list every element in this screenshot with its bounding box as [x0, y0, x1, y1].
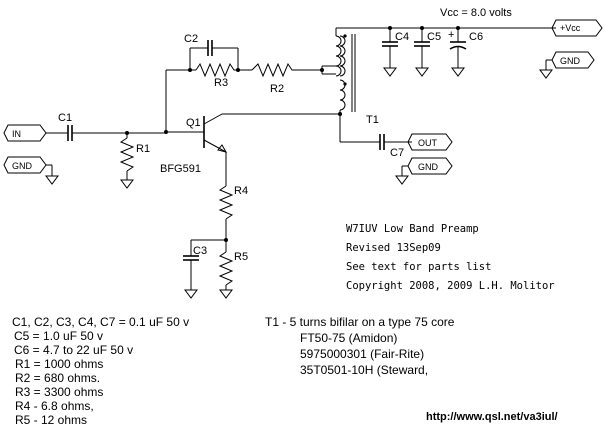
- out-port: OUT: [407, 133, 453, 151]
- c4: C4: [382, 28, 409, 77]
- bom-line: R2 = 680 ohms.: [15, 371, 100, 385]
- vcc-label: Vcc = 8.0 volts: [440, 7, 512, 19]
- bom-t1-line: 5975000301 (Fair-Rite): [300, 347, 424, 361]
- transformer-t1: T1: [320, 28, 379, 126]
- out-port-label: OUT: [418, 138, 438, 148]
- r3-label: R3: [214, 77, 228, 89]
- gnd-port-right: GND: [539, 51, 595, 79]
- in-port-label: IN: [12, 129, 21, 139]
- note-title: W7IUV Low Band Preamp: [346, 223, 479, 235]
- title-notes: W7IUV Low Band Preamp Revised 13Sep09 Se…: [346, 223, 555, 292]
- c6: + C6: [448, 28, 483, 77]
- c3-label: C3: [193, 245, 207, 257]
- r1-label: R1: [136, 143, 150, 155]
- bom-line: C1, C2, C3, C4, C7 = 0.1 uF 50 v: [12, 315, 189, 329]
- c2-label: C2: [184, 33, 198, 45]
- bom-line: R4 - 6.8 ohms,: [15, 399, 94, 413]
- transistor-q1: Q1 BFG591: [160, 70, 341, 186]
- gnd-port-out-label: GND: [418, 162, 439, 172]
- note-see-text: See text for parts list: [346, 261, 491, 273]
- note-revised: Revised 13Sep09: [346, 242, 441, 254]
- c7-label: C7: [390, 147, 404, 159]
- vcc-port: +Vcc: [551, 19, 603, 37]
- r4-label: R4: [234, 185, 248, 197]
- gnd-port-left: GND: [3, 156, 59, 185]
- vcc-port-label: +Vcc: [560, 23, 581, 33]
- gnd-port-right-label: GND: [560, 56, 581, 66]
- bom-line: R1 = 1000 ohms: [15, 357, 103, 371]
- q1-label: Q1: [186, 117, 201, 129]
- c6-label: C6: [469, 31, 483, 43]
- note-copyright: Copyright 2008, 2009 L.H. Molitor: [346, 280, 555, 292]
- bom-line: R5 - 12 ohms: [15, 413, 87, 427]
- bom-line: C5 = 1.0 uF 50 v: [14, 329, 103, 343]
- bom-line: R3 = 3300 ohms: [15, 385, 103, 399]
- vcc-rail: [336, 26, 556, 30]
- c1: C1: [46, 112, 168, 141]
- bom-line: C6 = 4.7 to 22 uF 50 v: [14, 343, 133, 357]
- svg-text:+: +: [448, 29, 454, 41]
- r4: R4: [218, 185, 248, 240]
- r2-label: R2: [270, 83, 284, 95]
- q1-type-label: BFG591: [160, 163, 201, 175]
- r5-label: R5: [234, 251, 248, 263]
- bom-t1-line: T1 - 5 turns bifilar on a type 75 core: [265, 315, 455, 329]
- c7: C7: [338, 112, 412, 159]
- source-url: http://www.qsl.net/va3iul/: [426, 411, 558, 423]
- c4-label: C4: [395, 31, 409, 43]
- r1: R1: [119, 133, 150, 189]
- r5: R5: [218, 240, 248, 299]
- c5: C5: [414, 28, 441, 77]
- parts-list-left: C1, C2, C3, C4, C7 = 0.1 uF 50 v C5 = 1.…: [12, 315, 189, 427]
- gnd-port-out: GND: [395, 157, 453, 185]
- bom-t1-line: 35T0501-10H (Steward,: [300, 363, 428, 377]
- in-port: IN: [3, 124, 47, 142]
- bom-t1-line: FT50-75 (Amidon): [300, 331, 397, 345]
- gnd-port-left-label: GND: [12, 161, 33, 171]
- feedback-network: C2 R3 R2: [166, 33, 322, 95]
- c3: C3: [183, 238, 228, 299]
- parts-list-right: T1 - 5 turns bifilar on a type 75 core F…: [265, 315, 455, 377]
- c5-label: C5: [427, 31, 441, 43]
- c1-label: C1: [58, 112, 72, 124]
- t1-label: T1: [366, 114, 379, 126]
